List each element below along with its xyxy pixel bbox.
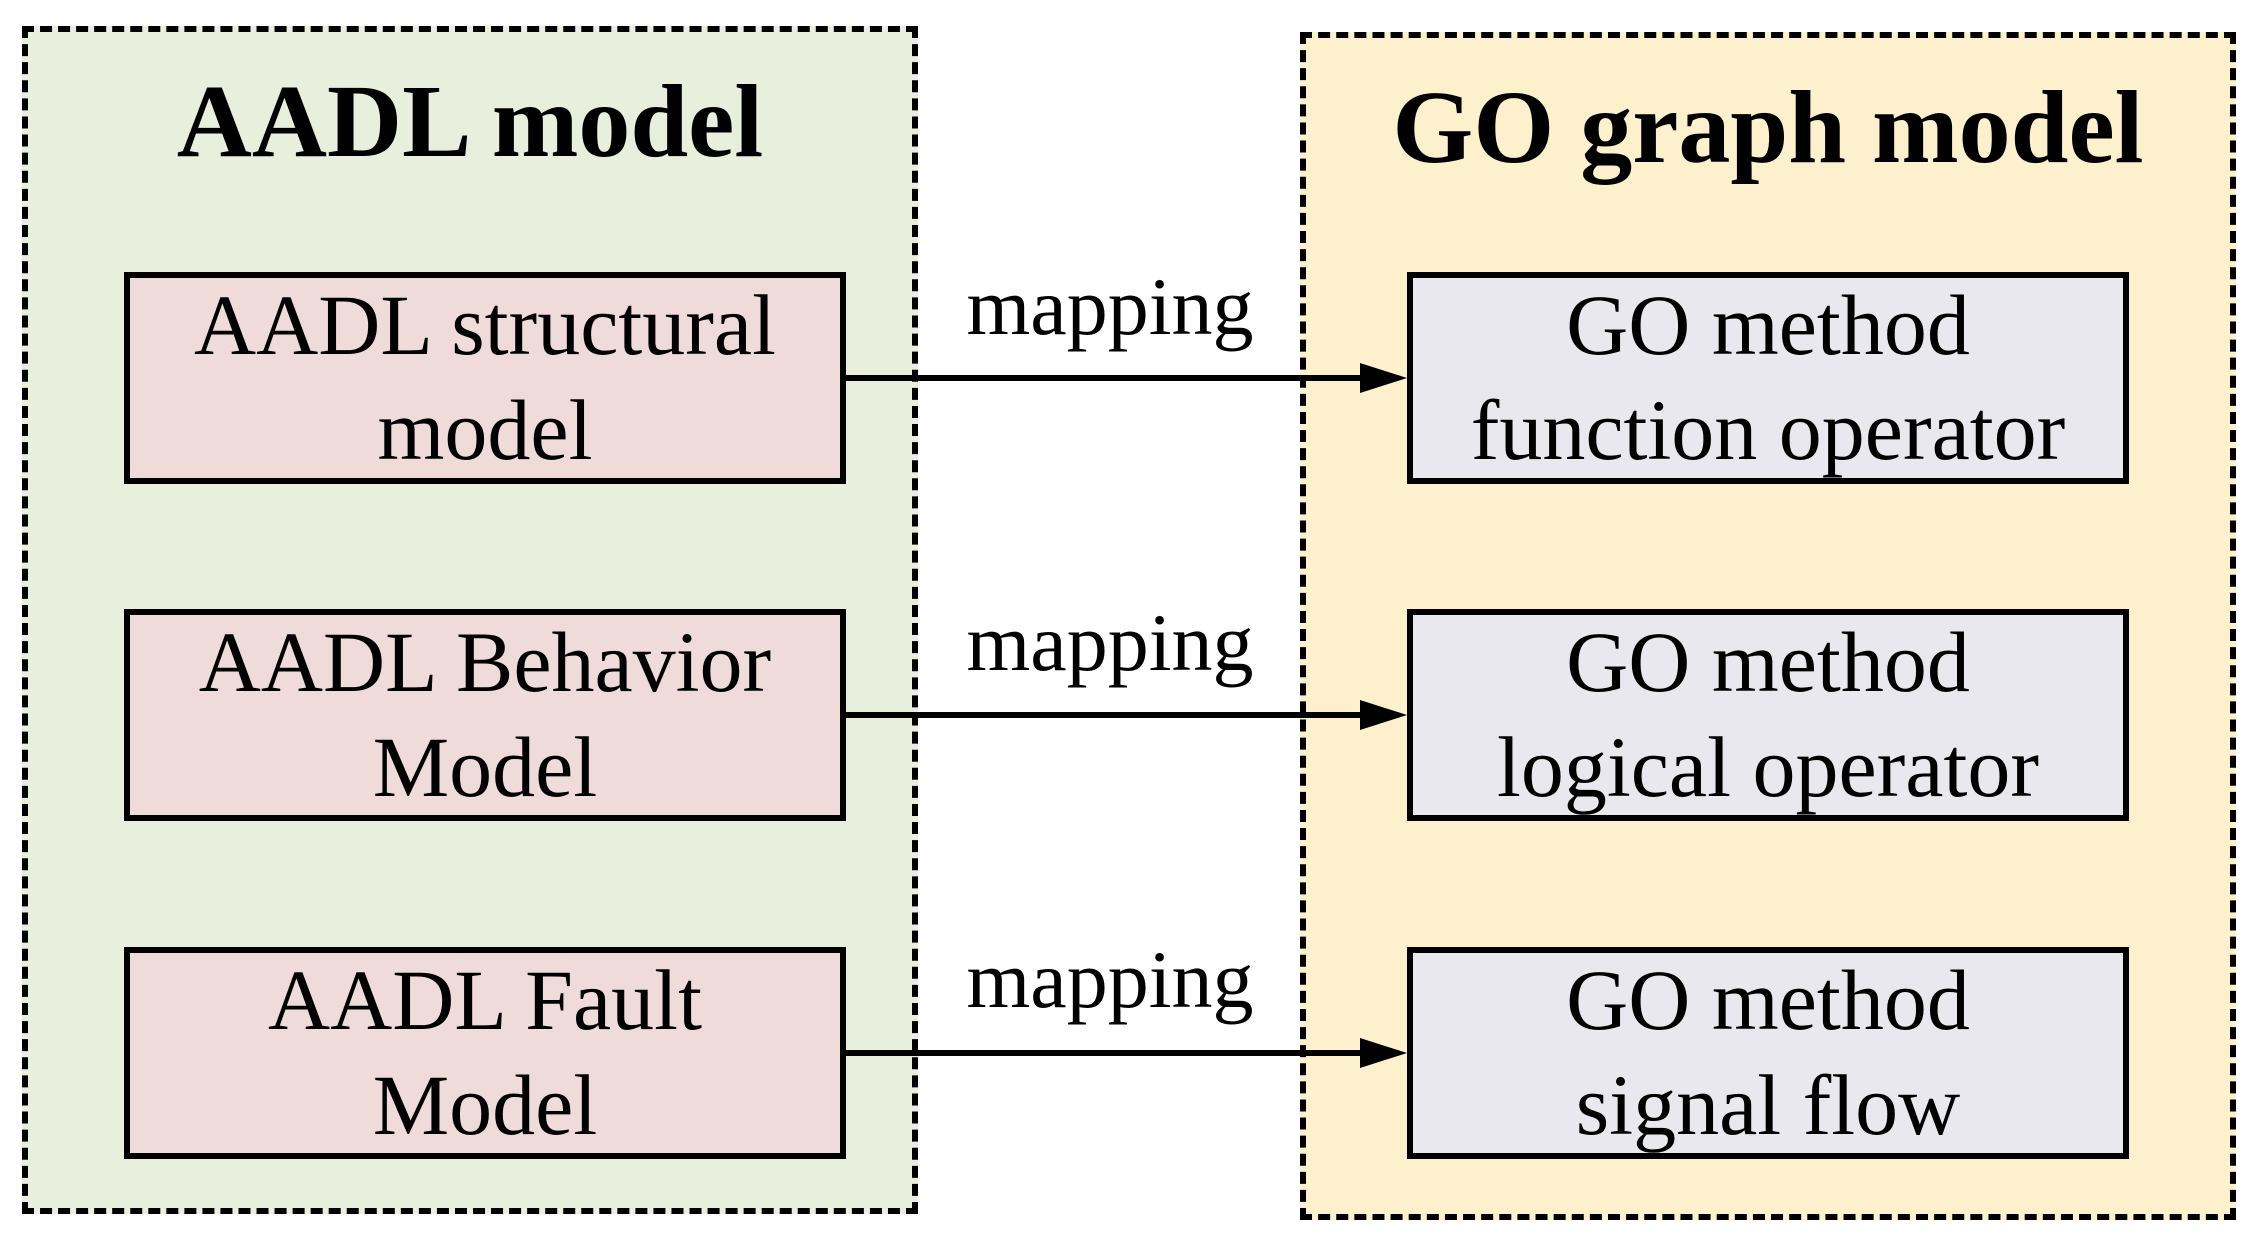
box-label-line: GO method bbox=[1566, 277, 1970, 374]
mapping-label: mapping bbox=[966, 597, 1254, 688]
box-label-line: GO method bbox=[1566, 614, 1970, 711]
go-graph-model-title: GO graph model bbox=[1392, 70, 2144, 185]
aadl-fault-model-box: AADL Fault Model bbox=[124, 947, 846, 1159]
box-label-line: AADL Fault bbox=[268, 952, 702, 1049]
box-label-line: signal flow bbox=[1575, 1057, 1961, 1153]
arrow-head-icon bbox=[1360, 1038, 1407, 1068]
box-label-line: AADL structural bbox=[194, 277, 776, 374]
go-signal-flow-box: GO method signal flow bbox=[1407, 947, 2129, 1159]
box-label-line: GO method bbox=[1566, 952, 1970, 1049]
box-label-line: Model bbox=[372, 719, 598, 815]
arrow-head-icon bbox=[1360, 363, 1407, 393]
mapping-label: mapping bbox=[966, 261, 1254, 352]
aadl-behavior-model-box: AADL Behavior Model bbox=[124, 609, 846, 821]
mapping-label: mapping bbox=[966, 934, 1254, 1025]
box-label-line: AADL Behavior bbox=[198, 614, 772, 711]
box-label-line: function operator bbox=[1470, 382, 2066, 478]
go-logical-operator-box: GO method logical operator bbox=[1407, 609, 2129, 821]
aadl-structural-model-box: AADL structural model bbox=[124, 272, 846, 484]
box-label-line: Model bbox=[372, 1057, 598, 1153]
arrow-head-icon bbox=[1360, 700, 1407, 730]
go-function-operator-box: GO method function operator bbox=[1407, 272, 2129, 484]
aadl-model-title: AADL model bbox=[176, 64, 764, 179]
box-label-line: logical operator bbox=[1496, 719, 2040, 815]
box-label-line: model bbox=[377, 382, 593, 478]
